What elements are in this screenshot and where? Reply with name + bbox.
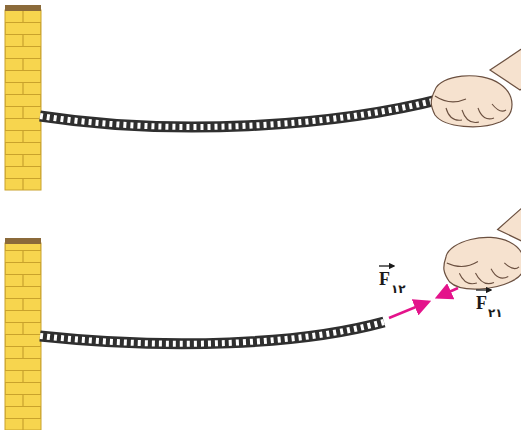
force-subscript: ۲۱ <box>488 307 503 319</box>
force-symbol: F <box>379 270 390 288</box>
force-subscript: ۱۲ <box>391 283 406 295</box>
force-symbol: F <box>476 294 487 312</box>
